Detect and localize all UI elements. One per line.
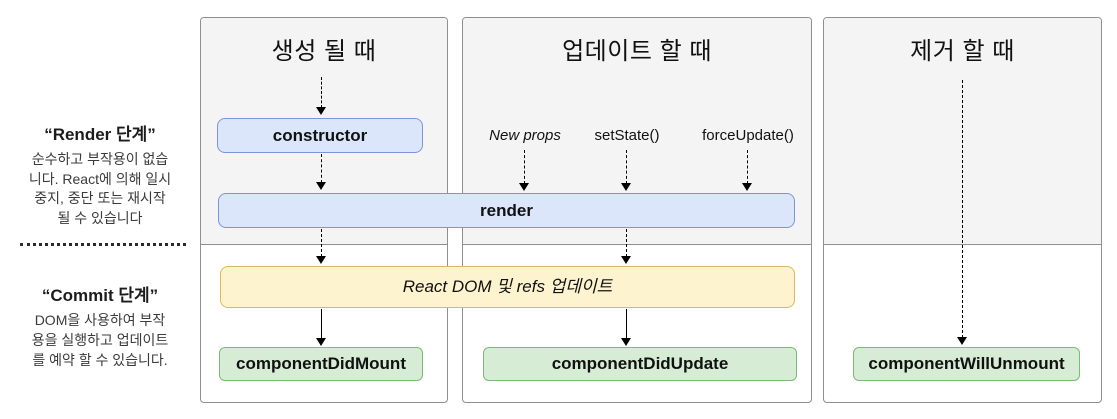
node-componentwillunmount: componentWillUnmount xyxy=(853,347,1080,381)
trigger-new-props: New props xyxy=(489,127,561,144)
render-phase-line: 중지, 중단 또는 재시작 xyxy=(34,190,166,206)
phase-divider-dotted-line xyxy=(20,243,186,246)
commit-phase-line: 용을 실행하고 업데이트 xyxy=(31,332,169,348)
trigger-setstate: setState() xyxy=(594,127,660,144)
node-constructor: constructor xyxy=(217,118,423,153)
render-phase-line: 순수하고 부작용이 없습 xyxy=(31,151,169,167)
commit-phase-line: DOM을 사용하여 부작 xyxy=(34,312,166,328)
render-phase-line: 니다. React에 의해 일시 xyxy=(28,170,172,187)
node-render: render xyxy=(218,193,795,228)
column-title-updating: 업데이트 할 때 xyxy=(562,38,712,65)
column-title-mounting: 생성 될 때 xyxy=(271,38,377,65)
node-componentdidupdate: componentDidUpdate xyxy=(483,347,797,381)
commit-phase-title: “Commit 단계” xyxy=(41,286,159,305)
column-title-unmounting: 제거 할 때 xyxy=(910,38,1015,65)
commit-phase-description: DOM을 사용하여 부작 용을 실행하고 업데이트 를 예약 할 수 있습니다. xyxy=(6,310,194,370)
render-phase-line: 될 수 있습니다 xyxy=(57,209,143,226)
commit-phase-line: 를 예약 할 수 있습니다. xyxy=(32,352,168,368)
render-phase-description: 순수하고 부작용이 없습 니다. React에 의해 일시 중지, 중단 또는 … xyxy=(6,150,194,228)
node-react-dom-refs-update: React DOM 및 refs 업데이트 xyxy=(220,266,795,308)
trigger-forceupdate: forceUpdate() xyxy=(702,127,794,144)
node-componentdidmount: componentDidMount xyxy=(219,347,423,381)
render-phase-title: “Render 단계” xyxy=(44,125,156,144)
